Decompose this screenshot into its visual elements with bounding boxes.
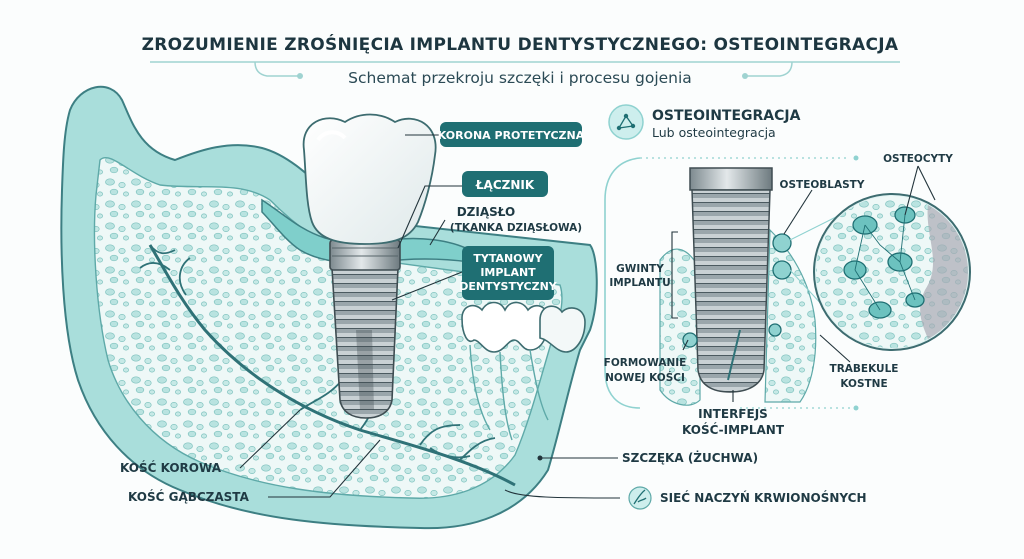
interfejs-label-1: INTERFEJS <box>698 407 768 421</box>
formowanie-label-1: FORMOWANIE <box>604 357 687 369</box>
szczeka-label: SZCZĘKA (ŻUCHWA) <box>622 450 758 465</box>
bracket-dot-right <box>742 73 748 79</box>
osteointegration-panel: OSTEOINTEGRACJA Lub osteointegracja <box>604 104 971 411</box>
detail-vessel <box>727 329 741 381</box>
siec-label: SIEĆ NACZYŃ KRWIONOŚNYCH <box>660 490 867 505</box>
label-lacznik: ŁĄCZNIK <box>397 171 548 249</box>
label-implant: TYTANOWY IMPLANT DENTYSTYCZNY <box>391 246 558 301</box>
crown-highlight <box>316 130 347 142</box>
label-interfejs: INTERFEJS KOŚĆ-IMPLANT <box>682 390 785 437</box>
vessel-icon-glyph <box>633 489 647 505</box>
canaliculi <box>854 214 916 311</box>
kosc-gabczasta-label: KOŚĆ GĄBCZASTA <box>128 489 250 504</box>
korona-label: KORONA PROTETYCZNA <box>438 129 585 142</box>
osteocyty-label: OSTEOCYTY <box>883 153 953 165</box>
bracket-dot-left <box>297 73 303 79</box>
adjacent-teeth-front <box>461 301 549 353</box>
label-siec: SIEĆ NACZYŃ KRWIONOŚNYCH <box>504 486 867 510</box>
gwinty-label-1: GWINTY <box>616 263 664 275</box>
pill-implant <box>462 246 554 300</box>
jaw-cross-section <box>60 85 598 530</box>
osteoblast-cell <box>772 233 792 253</box>
trabekule-label-1: TRABEKULE <box>830 363 899 375</box>
pill-lacznik <box>462 171 548 197</box>
molecule-node-1 <box>616 125 622 131</box>
tooth-roots <box>469 344 549 441</box>
page-title: ZROZUMIENIE ZROŚNIĘCIA IMPLANTU DENTYSTY… <box>142 33 899 55</box>
interfejs-label-2: KOŚĆ-IMPLANT <box>682 422 785 437</box>
osteo-heading-icon <box>608 104 644 140</box>
detail-implant-head <box>689 167 773 191</box>
label-formowanie: FORMOWANIE NOWEJ KOŚCI <box>604 339 689 384</box>
label-szczeka: SZCZĘKA (ŻUCHWA) <box>537 450 758 465</box>
subtitle-bracket <box>254 61 793 77</box>
osteo-subheading: Lub osteointegracja <box>652 125 776 140</box>
frame-dot-bottom <box>853 405 859 411</box>
implant-core <box>356 330 374 410</box>
osteo-heading: OSTEOINTEGRACJA <box>652 108 801 124</box>
panel-bracket <box>604 157 641 409</box>
label-osteocyty: OSTEOCYTY <box>883 153 953 216</box>
osteoblast-cell <box>772 260 792 280</box>
osteoblast-cell <box>768 323 782 337</box>
lacznik-label: ŁĄCZNIK <box>475 178 535 192</box>
label-dziaslo: DZIĄSŁO (TKANKA DZIĄSŁOWA) <box>429 205 582 246</box>
implant-assembly <box>302 113 437 419</box>
formowanie-label-2: NOWEJ KOŚCI <box>605 371 685 384</box>
molecule-node-2 <box>623 113 629 119</box>
label-korona: KORONA PROTETYCZNA <box>405 122 585 147</box>
adjacent-teeth-back <box>539 305 586 353</box>
label-kosc-korowa: KOŚĆ KOROWA <box>120 409 301 475</box>
detail-bone-right <box>764 228 817 403</box>
molecule-node-3 <box>630 123 636 129</box>
label-trabekule: TRABEKULE KOSTNE <box>819 334 899 390</box>
frame-dot-top <box>853 155 859 161</box>
panel-dashed-frame <box>640 157 850 409</box>
label-osteoblasty: OSTEOBLASTY <box>780 179 865 235</box>
trabekule-label-2: KOSTNE <box>840 378 887 390</box>
prosthetic-crown <box>302 113 437 245</box>
kosc-korowa-label: KOŚĆ KOROWA <box>120 460 222 475</box>
osteoblasty-label: OSTEOBLASTY <box>780 179 865 191</box>
detail-implant-thread <box>691 189 771 393</box>
titanium-implant <box>331 267 399 419</box>
label-gwinty: GWINTY IMPLANTU <box>609 231 678 319</box>
label-kosc-gabczasta: KOŚĆ GĄBCZASTA <box>128 439 381 504</box>
page-subtitle: Schemat przekroju szczęki i procesu goje… <box>348 69 692 87</box>
dziaslo-sublabel: (TKANKA DZIĄSŁOWA) <box>450 222 582 234</box>
gwinty-label-2: IMPLANTU <box>609 277 670 289</box>
pill-korona <box>440 122 582 147</box>
implant-label-3: DENTYSTYCZNY <box>459 280 558 293</box>
szczeka-dot <box>537 455 543 461</box>
vessel-icon <box>628 486 652 510</box>
implant-label-2: IMPLANT <box>480 266 536 279</box>
dziaslo-label: DZIĄSŁO <box>457 205 516 219</box>
abutment-rings <box>332 247 398 257</box>
implant-label-1: TYTANOWY <box>473 252 543 265</box>
spongy-bone <box>93 157 563 499</box>
